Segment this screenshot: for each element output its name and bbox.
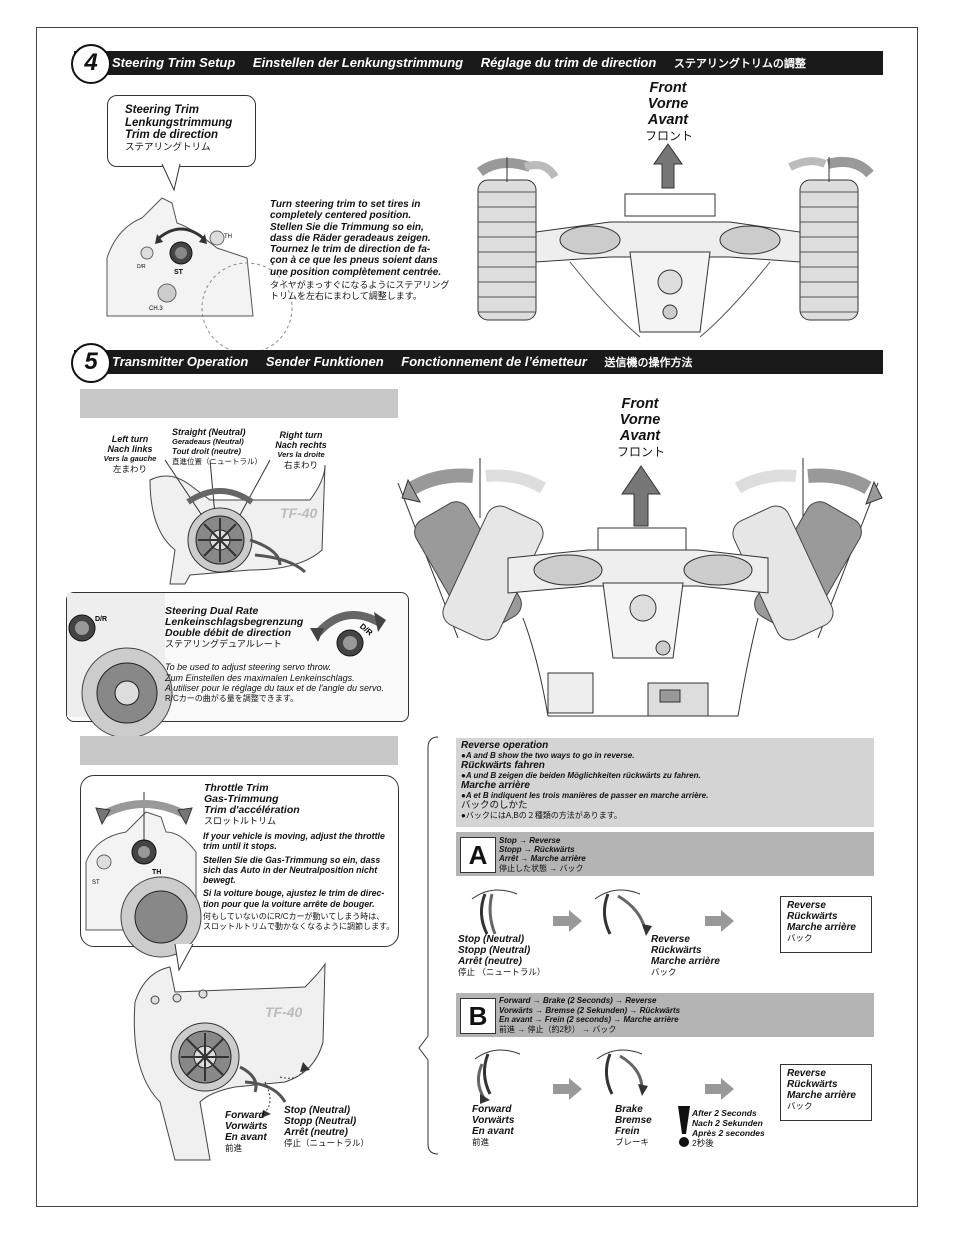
trigger-icon-b-brake [596, 1049, 648, 1096]
reverse-header-text: Reverse operation ●A and B show the two … [461, 740, 709, 821]
section5-header: Transmitter Operation Sender Funktionen … [74, 350, 883, 374]
dr-label: D/R [137, 264, 146, 270]
reverse-b-result: Reverse Rückwärts Marche arrière バック [787, 1068, 856, 1112]
reverse-b-bar: Forward → Brake (2 Seconds) → Reverse Vo… [456, 993, 874, 1037]
reverse-a-badge: A [460, 837, 496, 873]
trigger-icon-b-forward [474, 1049, 521, 1104]
th-label: TH [224, 234, 232, 240]
arrow-icon-b1 [553, 1078, 582, 1100]
section4-number: 4 [71, 44, 111, 84]
transmitter-wheel-drawing: TF-40 [149, 459, 326, 585]
brand-logo-2: TF-40 [265, 1004, 303, 1020]
section4-title-en: Steering Trim Setup [112, 55, 236, 70]
exclamation-icon [678, 1106, 690, 1147]
reverse-a-bar: Stop → Reverse Stopp → Rückwärts Arrêt →… [456, 832, 874, 876]
throttle-trim-body: If your vehicle is moving, adjust the th… [203, 831, 395, 932]
reverse-b-badge: B [460, 998, 496, 1034]
section5-number: 5 [71, 343, 111, 383]
steering-gray-bar [80, 389, 398, 418]
reverse-a-result: Reverse Rückwärts Marche arrière バック [787, 900, 856, 944]
reverse-b-brake-label: Brake Bremse Frein ブレーキ [615, 1104, 652, 1148]
st-small-label: ST [92, 880, 100, 886]
arrow-icon-a1 [553, 910, 582, 932]
left-turn-label: Left turn Nach links Vers la gauche 左まわり [103, 434, 157, 474]
throttle-gray-bar [80, 736, 398, 765]
reverse-a-stop-label: Stop (Neutral) Stopp (Neutral) Arrêt (ne… [458, 934, 546, 978]
front-label-s5: Front Vorne Avant フロント [617, 396, 666, 459]
reverse-header: Reverse operation ●A and B show the two … [456, 738, 874, 827]
brand-logo: TF-40 [280, 505, 318, 521]
dual-rate-title: Steering Dual Rate Lenkeinschlagsbegrenz… [165, 605, 304, 650]
dr-small-label: D/R [95, 616, 107, 623]
front-arrow-s5 [621, 465, 661, 527]
straight-label: Straight (Neutral) Geradeaus (Neutral) T… [172, 427, 262, 466]
section5-title-en: Transmitter Operation [112, 354, 249, 369]
reverse-bracket [418, 736, 439, 1155]
th-small-label: TH [152, 869, 161, 876]
chassis-drawing-s5 [397, 458, 883, 717]
front-arrow-s4 [653, 143, 683, 189]
section5-title-fr: Fonctionnement de l’émetteur [401, 354, 587, 369]
front-label-s4: Front Vorne Avant フロント [645, 80, 694, 143]
section4-title-jp: ステアリングトリムの調整 [673, 58, 806, 70]
reverse-b-result-box: Reverse Rückwärts Marche arrière バック [780, 1064, 872, 1121]
steering-trim-callout: Steering Trim Lenkungstrimmung Trim de d… [107, 95, 256, 167]
dual-rate-transmitter: D/R [67, 593, 173, 739]
steering-trim-callout-text: Steering Trim Lenkungstrimmung Trim de d… [125, 104, 233, 153]
page-frame [36, 27, 918, 1207]
transmitter-closeup-s4: ST TH D/R CH.3 [106, 197, 293, 354]
steering-trim-instructions: Turn steering trim to set tires in compl… [270, 199, 450, 302]
right-turn-label: Right turn Nach rechts Vers la droite 右ま… [275, 430, 327, 470]
dual-rate-knob: D/R [310, 611, 386, 657]
reverse-a-seq: Stop → Reverse Stopp → Rückwärts Arrêt →… [499, 836, 586, 873]
dual-rate-body: To be used to adjust steering servo thro… [165, 662, 385, 703]
arrow-icon-b2 [705, 1078, 734, 1100]
section4-title-de: Einstellen der Lenkungstrimmung [252, 55, 464, 70]
reverse-a-reverse-label: Reverse Rückwärts Marche arrière バック [651, 934, 720, 978]
section4-header: Steering Trim Setup Einstellen der Lenku… [74, 51, 883, 75]
trigger-icon-a-reverse [594, 889, 652, 936]
reverse-b-seq: Forward → Brake (2 Seconds) → Reverse Vo… [499, 996, 681, 1034]
trigger-icon-a-stop [471, 889, 518, 935]
trigger-stop-label: Stop (Neutral) Stopp (Neutral) Arrêt (ne… [284, 1105, 370, 1149]
throttle-trim-title: Throttle Trim Gas-Trimmung Trim d'accélé… [204, 782, 300, 827]
section5-title-de: Sender Funktionen [265, 354, 384, 369]
throttle-callout-pointer [174, 943, 194, 972]
reverse-b-forward-label: Forward Vorwärts En avant 前進 [472, 1104, 515, 1148]
throttle-trim-transmitter: TH ST [85, 792, 202, 958]
reverse-a-result-box: Reverse Rückwärts Marche arrière バック [780, 896, 872, 953]
chassis-drawing-s4 [477, 157, 874, 338]
callout-pointer [161, 163, 181, 192]
trigger-forward-label: Forward Vorwärts En avant 前進 [225, 1110, 268, 1154]
after-2-seconds-label: After 2 Seconds Nach 2 Sekunden Après 2 … [692, 1108, 765, 1148]
transmitter-trigger-drawing: TF-40 [133, 962, 326, 1161]
section5-title-jp: 送信機の操作方法 [604, 357, 693, 369]
st-label: ST [174, 269, 184, 276]
section4-title-fr: Réglage du trim de direction [480, 55, 657, 70]
ch3-label: CH.3 [149, 306, 163, 312]
arrow-icon-a2 [705, 910, 734, 932]
